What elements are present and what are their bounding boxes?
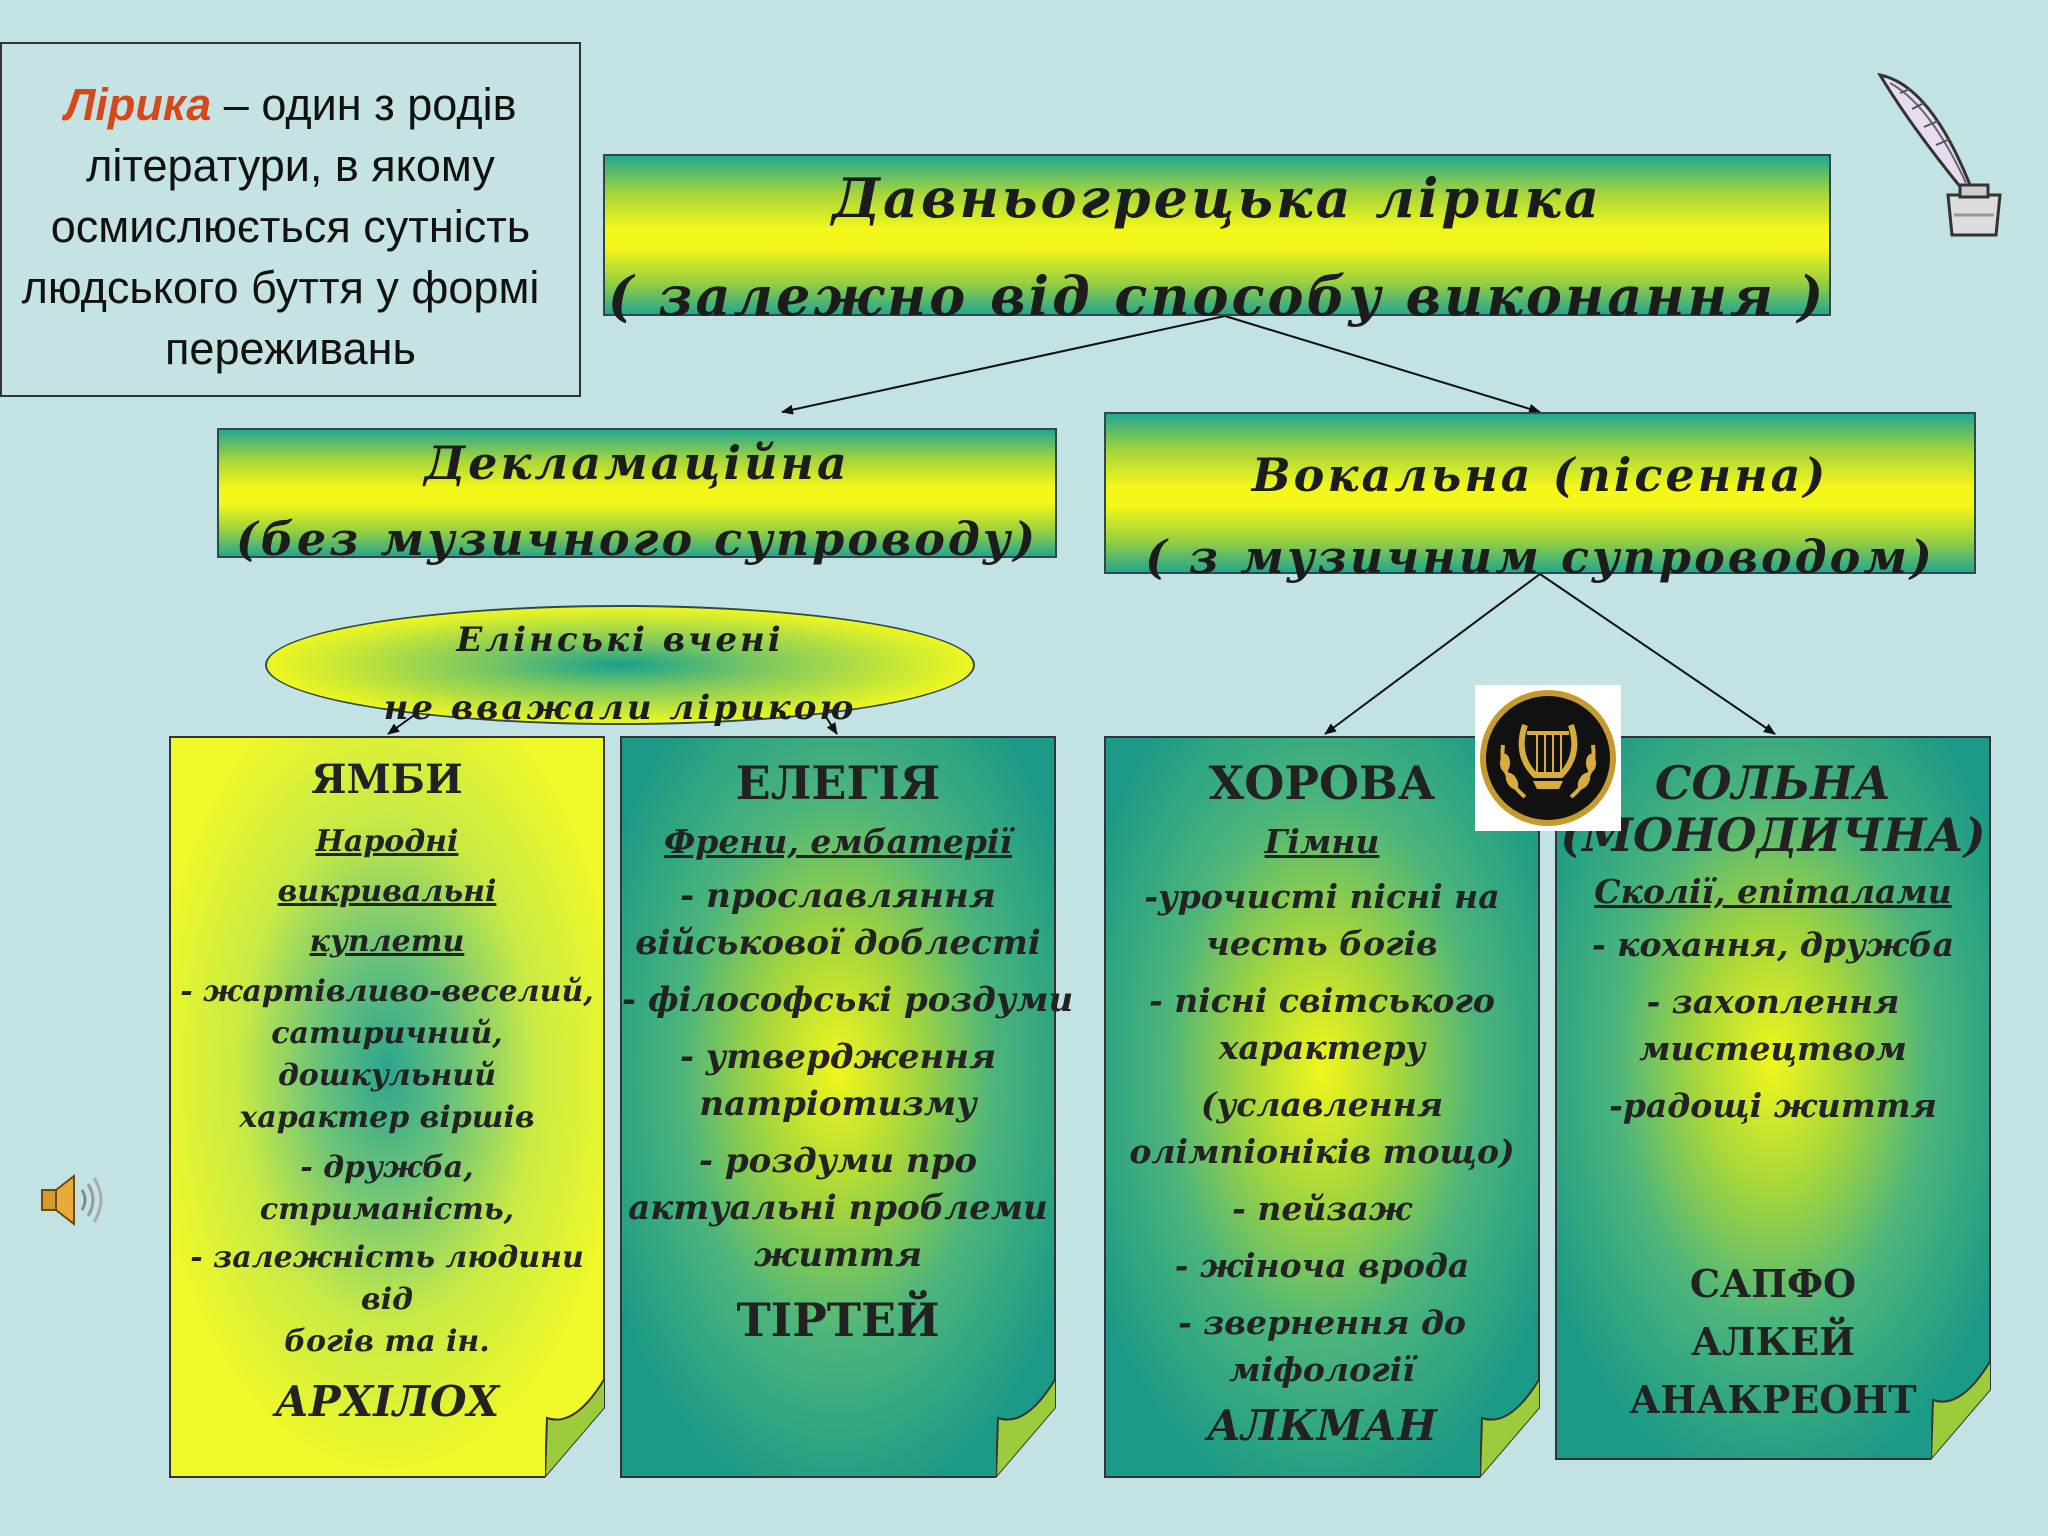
definition-line-2: літератури, в якому [86,140,495,191]
card-iambs-sub-1: Народні [315,824,459,859]
speaker-icon[interactable] [38,1170,108,1230]
card-elegy-sub: Френи, ембатерії [663,822,1013,861]
declamatory-subtitle: (без музичного супроводу) [235,512,1039,566]
vocal-subtitle: ( з музичним супроводом) [1145,530,1935,584]
lyre-laurel-icon [1475,685,1621,831]
card-solo-sub: Сколії, епіталами [1594,872,1952,911]
definition-box: Лірика – один з родів літератури, в яком… [0,42,581,397]
definition-line-1: Лірика – один з родів [2,74,579,135]
card-elegy-desc-4: - утвердження [679,1037,997,1077]
card-elegy-desc-6: - роздуми про [698,1141,978,1181]
main-header: Давньогрецька лірика ( залежно від спосо… [603,154,1831,328]
card-choral-desc-9: - звернення до [1178,1303,1466,1342]
card-iambs-author: АРХІЛОХ [274,1377,500,1426]
card-elegy: ЕЛЕГІЯ Френи, ембатерії - прославляння в… [620,736,1074,1478]
card-choral-desc-5: (уславлення [1200,1085,1444,1124]
card-solo-title-1: СОЛЬНА [1654,756,1892,810]
card-iambs-desc-2: сатиричний, дошкульний [271,1016,503,1093]
card-solo-desc-3: мистецтвом [1639,1029,1907,1068]
vocal-title: Вокальна (пісенна) [1251,448,1829,502]
arrow-to-declamatory [781,315,1226,415]
card-choral-desc-4: характеру [1218,1028,1426,1067]
card-elegy-page-curl-icon [996,1378,1056,1478]
card-elegy-title: ЕЛЕГІЯ [735,756,941,810]
definition-line-4: людського буття у формі [21,262,540,313]
definition-term: Лірика [64,79,212,130]
card-choral-desc-7: - пейзаж [1232,1189,1412,1228]
card-choral-desc-10: міфології [1229,1350,1415,1389]
definition-line-1-rest: – один з родів [211,79,517,130]
card-choral-title: ХОРОВА [1208,756,1436,810]
note-line-2: не вважали лірикою [383,688,857,728]
card-choral: ХОРОВА Гімни -урочисті пісні на честь бо… [1104,736,1540,1478]
card-choral-sub: Гімни [1264,822,1380,861]
card-solo: СОЛЬНА (МОНОДИЧНА) Сколії, епіталами - к… [1555,736,1991,1460]
card-choral-desc-6: олімпіоніків тощо) [1129,1132,1515,1171]
arrow-to-solo [1539,573,1776,735]
declamatory-title: Декламаційна [424,436,850,490]
card-elegy-desc-5: патріотизму [699,1084,977,1124]
card-elegy-desc-1: - прославляння [680,876,996,916]
card-solo-author-3: АНАКРЕОНТ [1629,1377,1917,1422]
card-choral-page-curl-icon [1480,1378,1540,1478]
card-elegy-desc-8: життя [753,1235,923,1275]
card-solo-author-1: САПФО [1689,1261,1857,1306]
card-iambs-page-curl-icon [545,1378,605,1478]
arrow-to-choral [1324,573,1541,735]
main-header-subtitle: ( залежно від способу виконання ) [607,264,1827,328]
card-solo-page-curl-icon [1931,1360,1991,1460]
card-solo-desc-2: - захоплення [1646,982,1900,1021]
card-iambs: ЯМБИ Народні викривальні куплети - жарті… [169,736,605,1478]
card-elegy-desc-7: актуальні проблеми [628,1188,1048,1228]
vocal-box: Вокальна (пісенна) ( з музичним супровод… [1104,412,1976,584]
card-solo-author-2: АЛКЕЙ [1691,1319,1855,1364]
card-iambs-desc-6: богів та ін. [284,1324,490,1359]
card-choral-desc-2: честь богів [1206,924,1438,963]
card-iambs-desc-4: - дружба, стриманість, [259,1150,515,1227]
arrow-to-vocal [1224,315,1541,414]
main-header-title: Давньогрецька лірика [832,166,1602,230]
card-choral-desc-1: -урочисті пісні на [1144,877,1500,916]
definition-line-3: осмислюється сутність [50,201,531,252]
card-iambs-desc-5: - залежність людини від [190,1240,584,1317]
card-elegy-desc-2: військової доблесті [635,923,1041,963]
quill-inkwell-icon [1870,65,2010,245]
card-solo-desc-4: -радощі життя [1609,1086,1937,1125]
card-iambs-desc-1: - жартівливо-веселий, [180,974,594,1009]
definition-line-5: переживань [165,323,416,374]
card-iambs-title: ЯМБИ [311,756,463,803]
card-iambs-sub-2: викривальні [277,874,497,909]
card-choral-author: АЛКМАН [1207,1401,1437,1450]
card-iambs-sub-3: куплети [309,924,465,959]
card-choral-desc-8: - жіноча врода [1174,1246,1470,1285]
card-elegy-desc-3: - філософські роздуми [622,980,1074,1020]
card-solo-title-2: (МОНОДИЧНА) [1560,808,1986,862]
card-solo-desc-1: - кохання, дружба [1591,925,1954,964]
note-oval: Елінські вчені не вважали лірикою [265,605,975,728]
card-choral-desc-3: - пісні світського [1149,981,1495,1020]
note-line-1: Елінські вчені [456,620,784,660]
declamatory-box: Декламаційна (без музичного супроводу) [217,428,1057,566]
card-iambs-desc-3: характер віршів [239,1100,535,1135]
card-elegy-author: ТІРТЕЙ [736,1293,940,1347]
